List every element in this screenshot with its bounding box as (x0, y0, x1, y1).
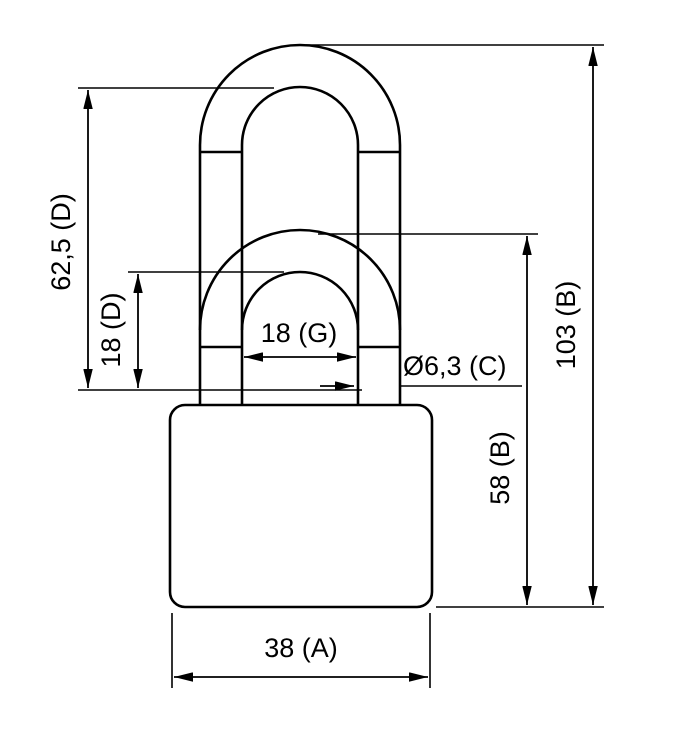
dim-shackle-diameter: Ø6,3 (C) (320, 351, 522, 391)
long-shackle-outer-arc (198, 43, 402, 146)
dim-inner-width: 18 (G) (244, 318, 356, 362)
label-height-long: 103 (B) (551, 281, 581, 370)
label-height-short: 58 (B) (485, 431, 515, 505)
padlock-shackle-short (198, 228, 402, 349)
label-shackle-diameter: Ø6,3 (C) (403, 351, 507, 381)
label-body-width: 38 (A) (264, 633, 338, 663)
dim-height-long: 103 (B) (306, 44, 604, 608)
dim-clearance-short: 18 (D) (96, 271, 284, 388)
short-shackle-inner-arc (240, 270, 360, 331)
dim-body-width: 38 (A) (171, 613, 431, 688)
padlock-shackle-long (198, 43, 402, 408)
dim-height-short: 58 (B) (318, 233, 538, 605)
padlock-body (168, 403, 434, 609)
label-clearance-short: 18 (D) (96, 292, 126, 367)
long-shackle-inner-arc (240, 85, 360, 146)
label-clearance-long: 62,5 (D) (46, 193, 76, 291)
label-inner-width: 18 (G) (261, 318, 338, 348)
short-shackle-outer-arc (198, 228, 402, 331)
dim-clearance-long: 62,5 (D) (46, 87, 362, 391)
